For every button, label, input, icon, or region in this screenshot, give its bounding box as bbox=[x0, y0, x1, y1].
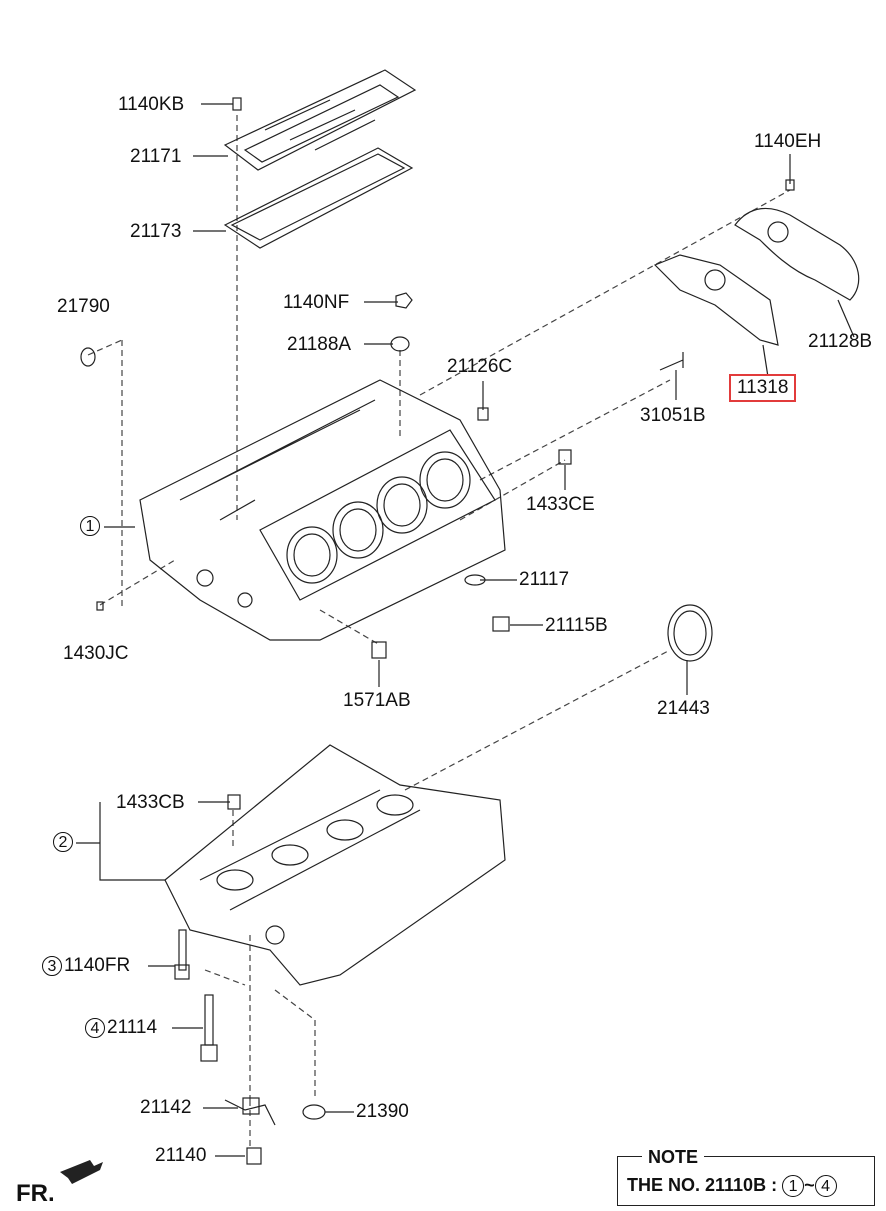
gasket-11318 bbox=[653, 254, 779, 346]
note-box: NOTE THE NO. 21110B : 1~4 bbox=[617, 1147, 875, 1206]
label-21128b: 21128B bbox=[808, 331, 873, 352]
note-ref-circle-1: 1 bbox=[782, 1175, 805, 1198]
label-1140kb: 1140KB bbox=[118, 94, 185, 115]
label-1433ce: 1433CE bbox=[526, 494, 595, 515]
label-1140eh: 1140EH bbox=[754, 131, 822, 152]
note-title: NOTE bbox=[642, 1147, 705, 1168]
label-21188a: 21188A bbox=[287, 334, 352, 355]
label-21171: 21171 bbox=[130, 146, 182, 167]
leader-lines bbox=[76, 103, 855, 1157]
label-21114-text: 21114 bbox=[107, 1017, 158, 1039]
label-1433cb: 1433CB bbox=[116, 792, 185, 813]
cylinder-block-upper bbox=[139, 379, 506, 641]
label-1140fr-text: 1140FR bbox=[64, 955, 131, 977]
front-direction-label: FR. bbox=[16, 1180, 55, 1207]
label-11318-highlighted: 11318 bbox=[729, 374, 797, 402]
gasket-21173 bbox=[223, 147, 414, 249]
label-1140nf: 1140NF bbox=[283, 292, 350, 313]
note-body: THE NO. 21110B : 1~4 bbox=[627, 1175, 837, 1198]
label-21126c: 21126C bbox=[447, 356, 513, 377]
cover-21128b bbox=[734, 207, 860, 301]
guide-lines bbox=[87, 115, 791, 1150]
front-direction-arrow-icon bbox=[60, 1160, 103, 1184]
ref-circle-1: 1 bbox=[80, 516, 100, 536]
label-21443: 21443 bbox=[657, 698, 710, 719]
rear-seal-21443 bbox=[667, 604, 713, 662]
lower-crankcase bbox=[164, 744, 506, 986]
label-21117: 21117 bbox=[519, 569, 570, 590]
small-parts bbox=[80, 97, 795, 1165]
label-31051b: 31051B bbox=[640, 405, 706, 426]
ref-circle-2: 2 bbox=[53, 832, 73, 852]
label-21173: 21173 bbox=[130, 221, 182, 242]
label-1571ab: 1571AB bbox=[343, 690, 411, 711]
label-1430jc: 1430JC bbox=[63, 643, 129, 664]
label-21790: 21790 bbox=[57, 296, 110, 317]
ref-circle-4: 4 bbox=[85, 1018, 105, 1038]
label-21142: 21142 bbox=[140, 1097, 192, 1118]
note-text: THE NO. 21110B : bbox=[627, 1175, 778, 1195]
ref-circle-1-block: 1 bbox=[80, 516, 102, 536]
ref-circle-3: 3 bbox=[42, 956, 62, 976]
note-tilde: ~ bbox=[804, 1175, 815, 1195]
label-21140: 21140 bbox=[155, 1145, 207, 1166]
ref-circle-2-block: 2 bbox=[53, 832, 75, 852]
label-21390: 21390 bbox=[356, 1101, 409, 1122]
cover-21171 bbox=[223, 69, 417, 171]
label-21115b: 21115B bbox=[545, 615, 608, 636]
note-ref-circle-4: 4 bbox=[814, 1175, 837, 1198]
